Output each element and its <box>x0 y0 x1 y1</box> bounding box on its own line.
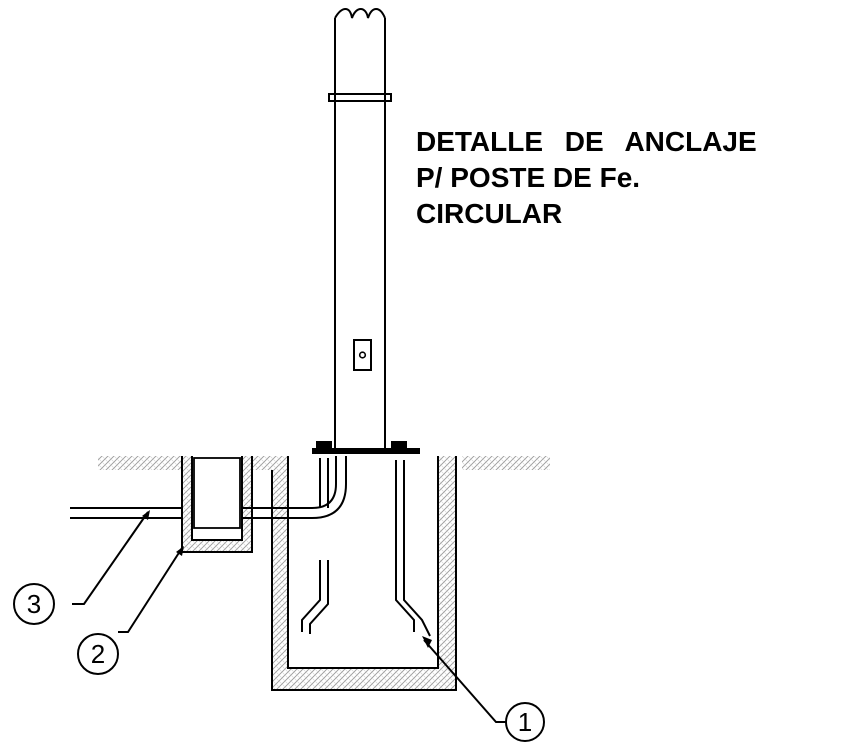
ground-surface <box>98 456 550 470</box>
conduit <box>70 456 347 519</box>
junction-box-soil <box>182 456 252 552</box>
foundation-soil <box>272 456 456 690</box>
detail-title: DETALLE DE ANCLAJE P/ POSTE DE Fe. CIRCU… <box>416 124 757 232</box>
title-line-1: DETALLE DE ANCLAJE <box>416 126 757 157</box>
callout-3: 3 <box>13 583 55 625</box>
base-plate <box>312 441 420 454</box>
callout-2-label: 2 <box>91 639 105 669</box>
inspection-door <box>353 339 372 371</box>
callout-1: 1 <box>505 702 545 742</box>
circular-pole <box>328 8 392 448</box>
callout-1-label: 1 <box>518 707 532 737</box>
leader-arrowheads <box>142 510 432 648</box>
callout-leaders <box>72 511 506 723</box>
foundation-block <box>271 456 457 691</box>
junction-box <box>181 456 253 553</box>
title-line-3: CIRCULAR <box>416 198 563 229</box>
anchor-bolts <box>301 460 431 637</box>
callout-3-label: 3 <box>27 589 41 619</box>
title-line-2: P/ POSTE DE Fe. <box>416 162 641 193</box>
callout-2: 2 <box>77 633 119 675</box>
